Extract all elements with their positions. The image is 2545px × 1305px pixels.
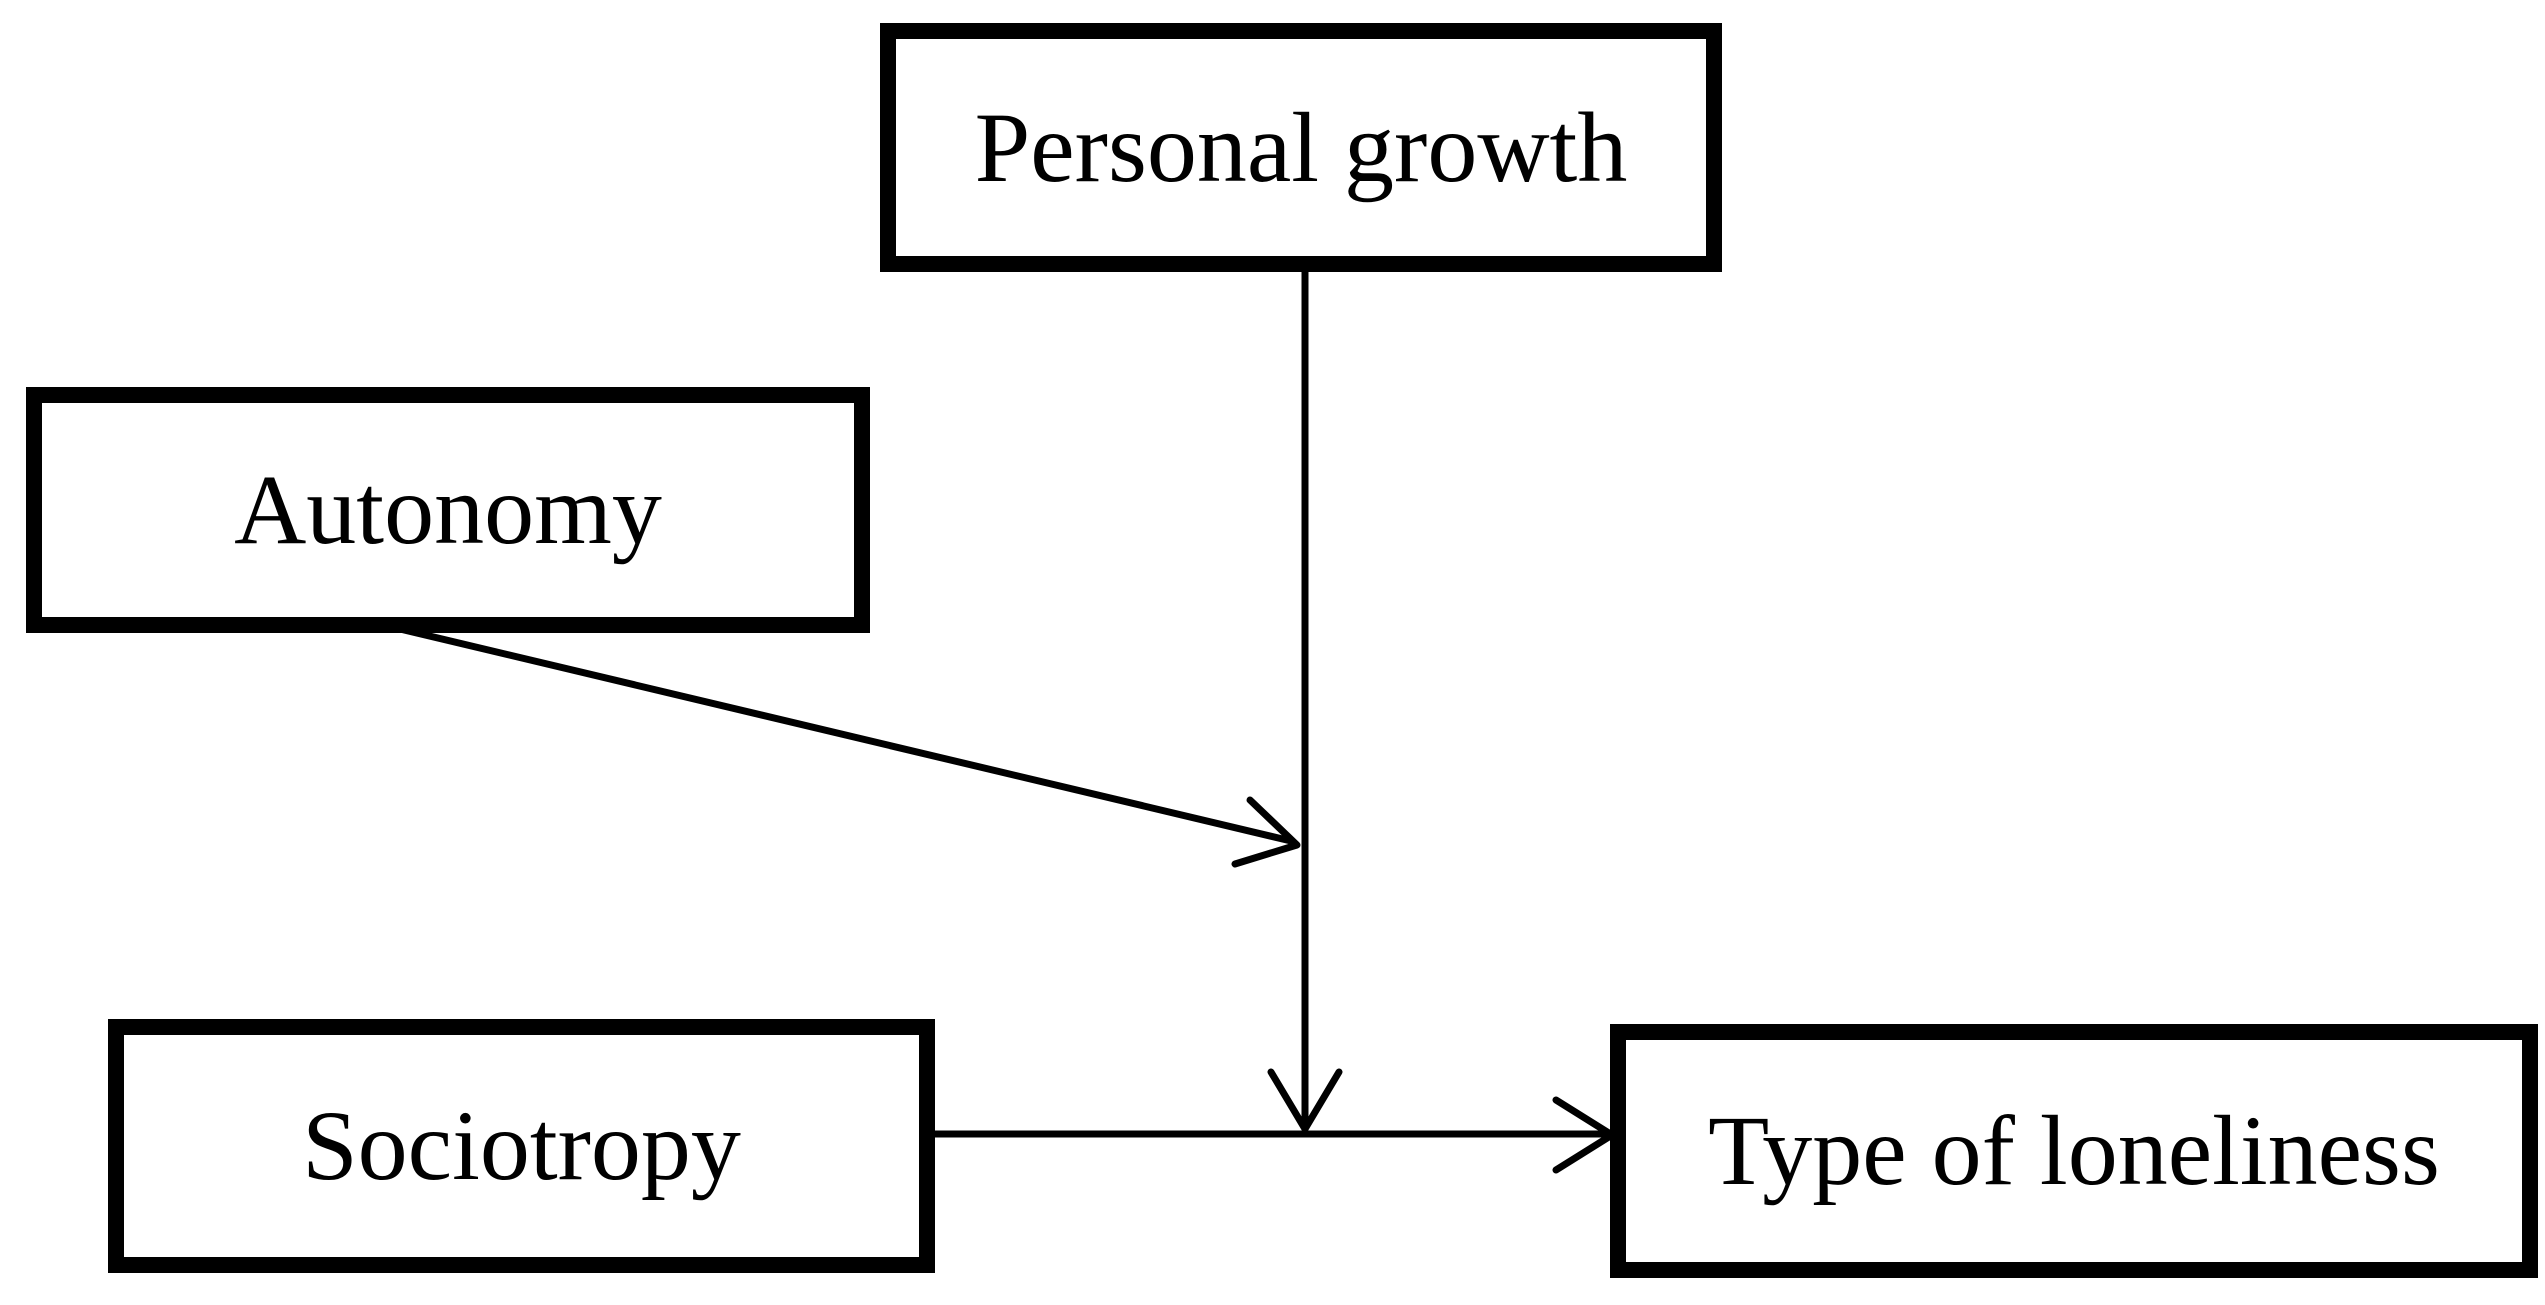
arrow-sociotropy-to-type-of-loneliness [928,1096,1616,1174]
arrow-personal-growth-to-junction [1267,265,1343,1133]
node-type-of-loneliness: Type of loneliness [1610,1024,2538,1278]
node-autonomy-label: Autonomy [234,454,662,565]
node-personal-growth: Personal growth [880,23,1722,272]
node-sociotropy: Sociotropy [108,1019,935,1273]
arrow-autonomy-to-junction [399,625,1301,868]
node-personal-growth-label: Personal growth [974,91,1628,203]
node-sociotropy-label: Sociotropy [302,1090,741,1201]
node-autonomy: Autonomy [26,387,870,633]
node-type-of-loneliness-label: Type of loneliness [1708,1095,2440,1206]
